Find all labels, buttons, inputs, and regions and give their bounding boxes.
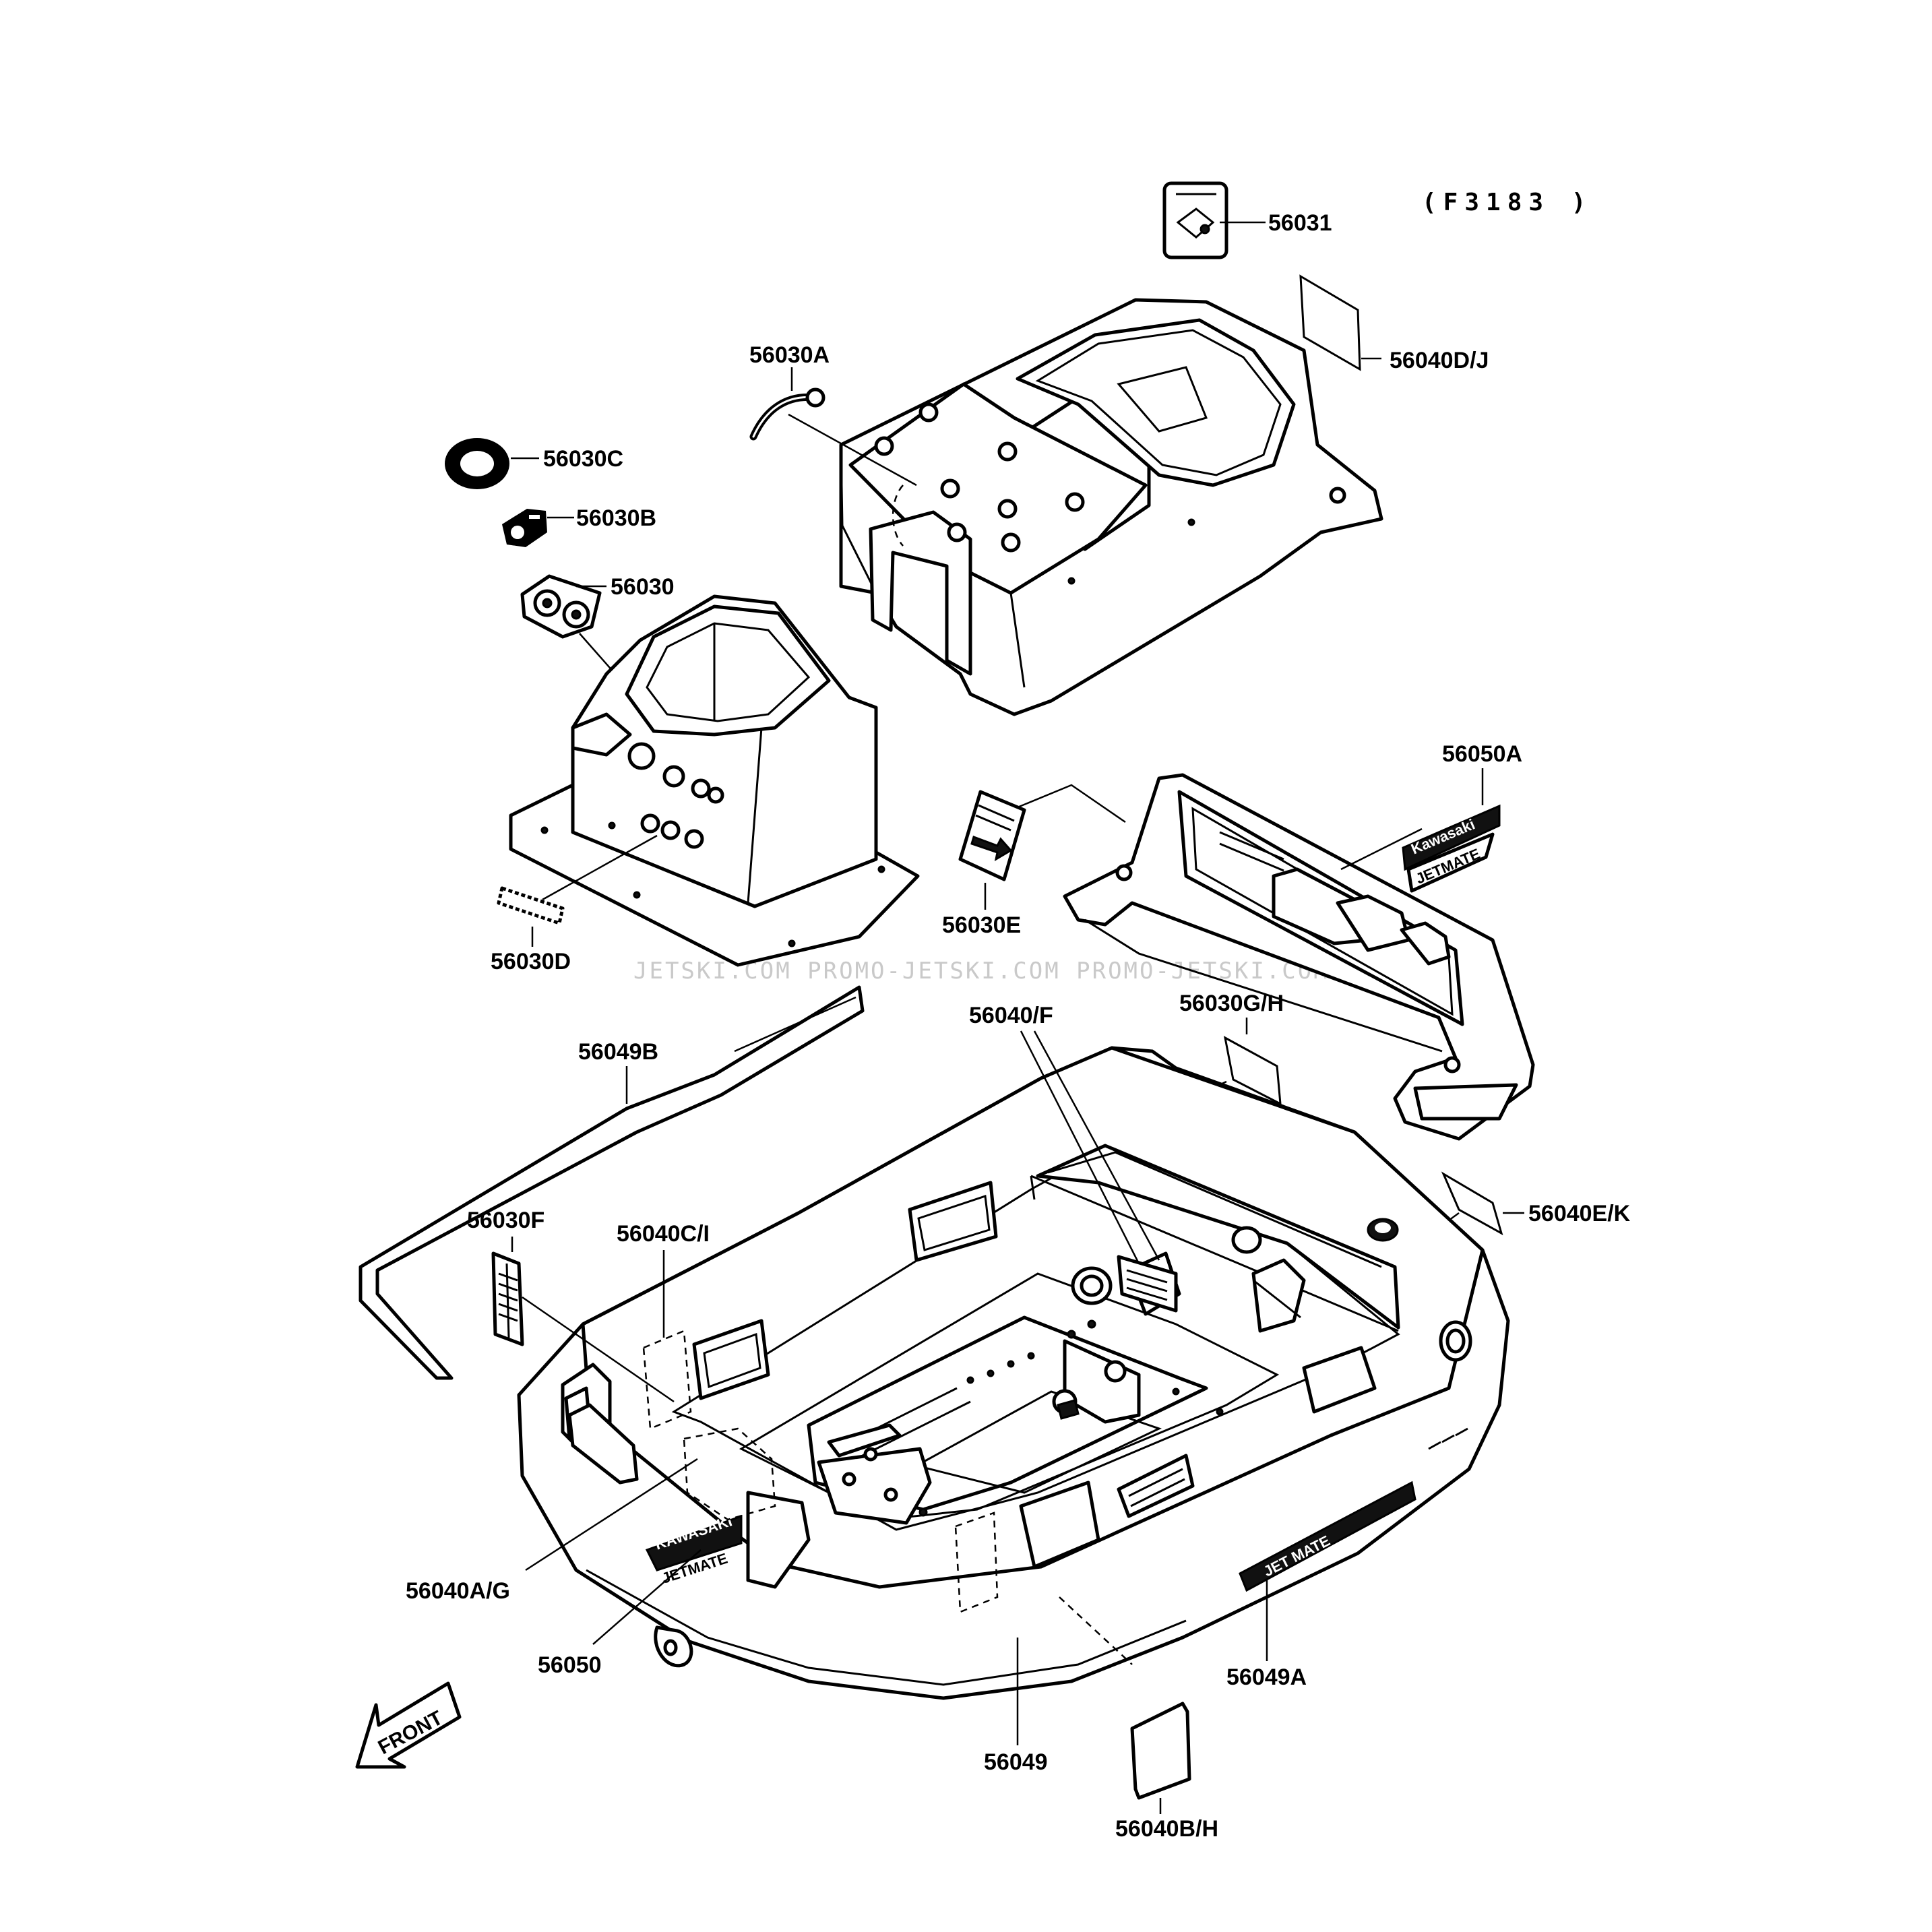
part-56030c[interactable]: [445, 438, 509, 489]
label-56040ag: 56040A/G: [406, 1578, 510, 1604]
label-56049a: 56049A: [1226, 1664, 1307, 1690]
label-56030d: 56030D: [491, 949, 571, 974]
label-56049b: 56049B: [578, 1039, 658, 1065]
label-56030: 56030: [611, 574, 675, 600]
part-56040f[interactable]: [1117, 1255, 1178, 1313]
figure-reference: (F3183 ): [1422, 189, 1592, 216]
label-56049: 56049: [984, 1749, 1048, 1775]
front-handle[interactable]: [1063, 773, 1535, 1141]
label-56030a: 56030A: [749, 342, 830, 368]
label-56040dj: 56040D/J: [1390, 348, 1489, 373]
part-56049-panel[interactable]: [954, 1512, 999, 1613]
part-56040ci[interactable]: [642, 1330, 692, 1430]
part-56030a[interactable]: [749, 387, 825, 441]
label-56030f: 56030F: [467, 1208, 544, 1233]
label-56030e: 56030E: [942, 912, 1021, 938]
part-56030b[interactable]: [502, 509, 547, 547]
part-56030d[interactable]: [497, 886, 565, 925]
part-56050a[interactable]: Kawasaki JETMATE: [1402, 804, 1501, 893]
label-56050a: 56050A: [1442, 741, 1522, 767]
label-56031: 56031: [1268, 210, 1332, 236]
part-56040ek[interactable]: [1441, 1171, 1503, 1236]
label-56030c: 56030C: [543, 446, 623, 472]
part-56049b[interactable]: [359, 985, 865, 1380]
part-56030e[interactable]: [958, 790, 1026, 881]
label-56050: 56050: [538, 1652, 602, 1678]
label-56040f: 56040/F: [969, 1003, 1053, 1028]
part-56030f[interactable]: [491, 1251, 524, 1346]
part-56040ag[interactable]: [683, 1427, 776, 1521]
steering-console[interactable]: [509, 594, 920, 967]
label-56040bh: 56040B/H: [1115, 1816, 1218, 1842]
part-56040bh[interactable]: [1130, 1702, 1191, 1800]
label-56030b: 56030B: [576, 505, 656, 531]
part-56030[interactable]: [520, 574, 602, 639]
decal-56040dj[interactable]: [1299, 274, 1361, 371]
main-hull[interactable]: KAWASAKI JETMATE JET MATE: [517, 1046, 1510, 1700]
front-arrow: FRONT: [355, 1681, 462, 1769]
upper-hood[interactable]: [839, 298, 1383, 716]
label-56040ci: 56040C/I: [617, 1221, 710, 1247]
label-56040ek: 56040E/K: [1528, 1201, 1631, 1226]
decal-56031[interactable]: [1162, 181, 1228, 259]
label-56030gh: 56030G/H: [1179, 991, 1284, 1016]
